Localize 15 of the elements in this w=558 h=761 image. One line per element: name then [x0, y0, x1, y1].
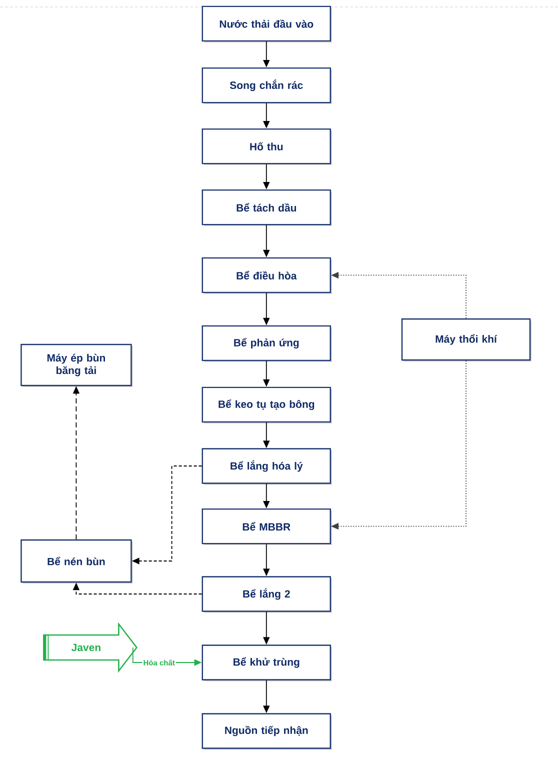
process-box: Bể keo tụ tạo bông — [202, 386, 332, 424]
process-box: Bể phản ứng — [202, 325, 332, 362]
process-box: Bể lắng 2 — [202, 576, 332, 613]
process-box: Song chắn rác — [202, 67, 332, 104]
process-box: Hố thu — [202, 128, 332, 166]
process-box: Bể MBBR — [202, 508, 332, 546]
process-box: Bể điều hòa — [202, 257, 332, 294]
process-box: Bể tách dầu — [202, 189, 332, 226]
process-box: Nước thải đầu vào — [202, 6, 332, 42]
process-box: Máy thổi khí — [401, 318, 532, 362]
process-box: Bể nén bùn — [20, 539, 133, 584]
process-box: Bể lắng hóa lý — [202, 448, 332, 485]
process-box: Bể khử trùng — [202, 644, 332, 682]
process-box: Máy ép bùn băng tải — [20, 344, 133, 387]
process-box: Nguồn tiếp nhận — [202, 713, 332, 750]
